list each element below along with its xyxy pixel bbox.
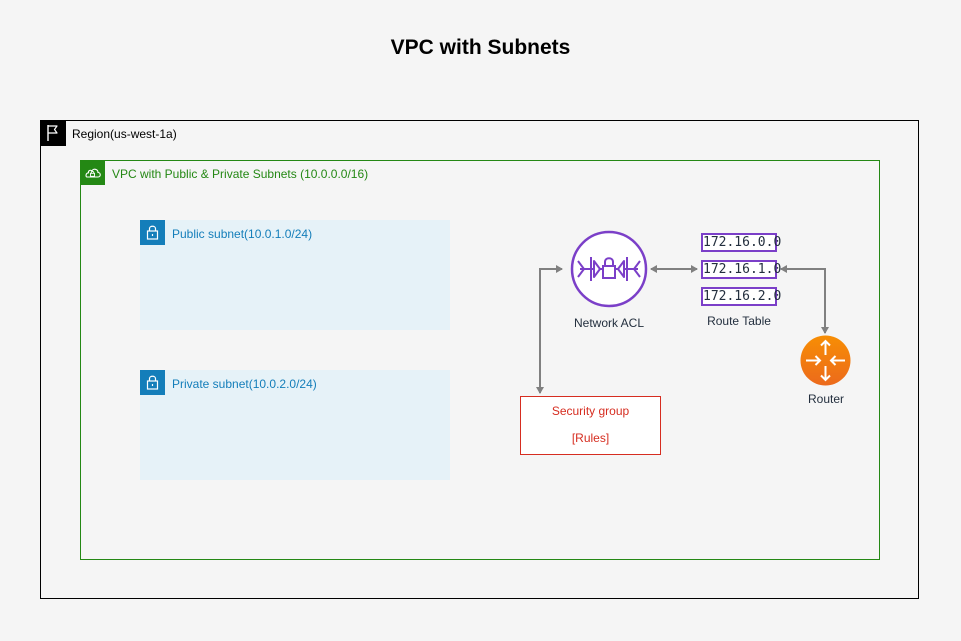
padlock-icon	[140, 220, 165, 245]
private-subnet[interactable]: Private subnet(10.0.2.0/24)	[140, 370, 450, 480]
security-group-box[interactable]: Security group [Rules]	[520, 396, 661, 455]
padlock-icon	[140, 370, 165, 395]
route-table-label: Route Table	[707, 314, 771, 328]
region-label: Region(us-west-1a)	[72, 127, 177, 141]
network-acl-node[interactable]	[570, 230, 648, 308]
region-container[interactable]: Region(us-west-1a)	[40, 120, 919, 599]
router-icon	[800, 335, 851, 386]
route-entry-1: 172.16.0.0	[701, 233, 782, 252]
cloud-lock-icon	[80, 160, 105, 185]
router-node[interactable]	[800, 335, 851, 386]
route-entry-2: 172.16.1.0	[701, 260, 782, 279]
network-acl-icon	[570, 230, 648, 308]
public-subnet[interactable]: Public subnet(10.0.1.0/24)	[140, 220, 450, 330]
diagram-title: VPC with Subnets	[390, 36, 571, 59]
security-group-rules: [Rules]	[571, 431, 610, 445]
network-acl-label: Network ACL	[573, 316, 645, 330]
flag-icon	[40, 120, 66, 146]
vpc-container[interactable]: VPC with Public & Private Subnets (10.0.…	[80, 160, 880, 560]
acl-to-security-group-connector	[536, 265, 563, 394]
security-group-title: Security group	[551, 404, 630, 418]
vpc-label: VPC with Public & Private Subnets (10.0.…	[112, 167, 369, 181]
router-label: Router	[807, 392, 845, 406]
route-entry-3: 172.16.2.0	[701, 287, 782, 306]
public-subnet-label: Public subnet(10.0.1.0/24)	[172, 227, 313, 241]
route-table-to-router-connector	[780, 265, 829, 334]
private-subnet-label: Private subnet(10.0.2.0/24)	[172, 377, 317, 391]
